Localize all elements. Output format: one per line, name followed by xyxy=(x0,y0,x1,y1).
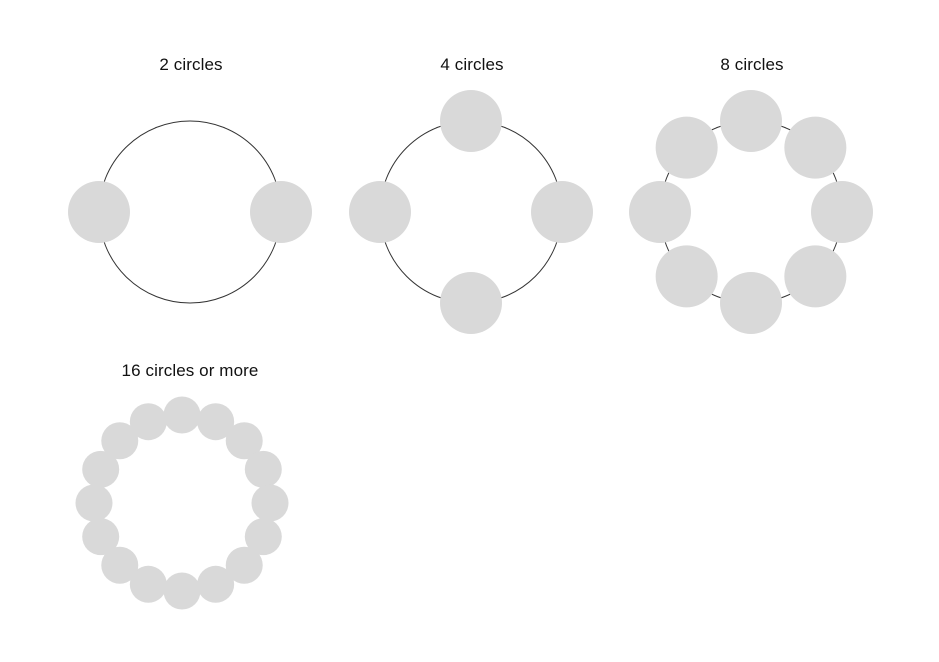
ring-node-circle xyxy=(68,181,130,243)
ring-node-circle xyxy=(349,181,411,243)
ring-panel xyxy=(75,396,289,610)
ring-node-circle xyxy=(720,90,782,152)
ring-panel xyxy=(68,120,312,304)
ring-panel xyxy=(349,90,593,334)
ring-node-circle xyxy=(101,422,139,460)
ring-node-circle xyxy=(163,572,201,610)
ring-node-circle xyxy=(440,272,502,334)
ring-node-circle xyxy=(531,181,593,243)
ring-node-circle xyxy=(784,116,847,179)
ring-node-circle xyxy=(75,484,113,522)
ring-node-circle xyxy=(655,116,718,179)
ring-node-circle xyxy=(244,518,282,556)
panel-label: 4 circles xyxy=(440,55,504,74)
ring-node-circle xyxy=(129,403,167,441)
ring-node-circle xyxy=(101,546,139,584)
ring-node-circle xyxy=(784,245,847,308)
ring-node-circle xyxy=(629,181,691,243)
ring-node-circle xyxy=(129,565,167,603)
ring-node-circle xyxy=(655,245,718,308)
panel-label: 8 circles xyxy=(720,55,784,74)
ring-node-circle xyxy=(251,484,289,522)
panel-label: 2 circles xyxy=(159,55,223,74)
ring-node-circle xyxy=(163,396,201,434)
ring-node-circle xyxy=(720,272,782,334)
ring-node-circle xyxy=(811,181,873,243)
ring-panel xyxy=(629,90,873,334)
ring-node-circle xyxy=(197,403,235,441)
ring-node-circle xyxy=(250,181,312,243)
ring-node-circle xyxy=(440,90,502,152)
ring-node-circle xyxy=(244,450,282,488)
ring-node-circle xyxy=(82,518,120,556)
ring-node-circle xyxy=(197,565,235,603)
panel-label: 16 circles or more xyxy=(121,361,259,380)
ring-node-circle xyxy=(225,422,263,460)
ring-node-circle xyxy=(225,546,263,584)
ring-node-circle xyxy=(82,450,120,488)
